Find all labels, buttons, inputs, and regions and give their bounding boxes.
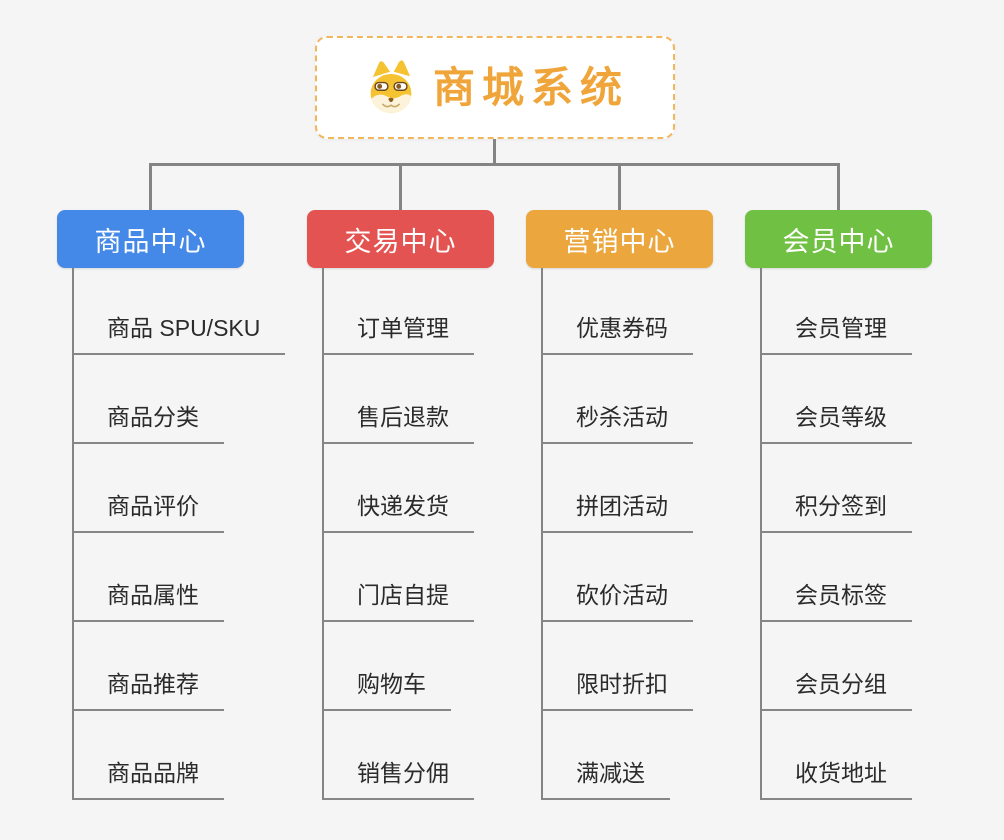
leaf-node[interactable]: 商品推荐: [72, 664, 224, 711]
connector-trunk: [541, 268, 543, 800]
leaf-node[interactable]: 商品 SPU/SKU: [72, 308, 286, 355]
connector-root-stub: [493, 139, 496, 164]
connector-drop-product: [149, 163, 152, 210]
root-node[interactable]: 商城系统: [315, 36, 675, 139]
connector-trunk: [760, 268, 762, 800]
leaf-node[interactable]: 快递发货: [322, 486, 474, 533]
connector-drop-member: [837, 163, 840, 210]
connector-trunk: [322, 268, 324, 800]
leaf-node[interactable]: 会员等级: [760, 397, 912, 444]
leaf-node[interactable]: 商品品牌: [72, 753, 224, 800]
leaf-node[interactable]: 销售分佣: [322, 753, 474, 800]
leaf-node[interactable]: 商品评价: [72, 486, 224, 533]
leaf-node[interactable]: 会员分组: [760, 664, 912, 711]
leaf-node[interactable]: 售后退款: [322, 397, 474, 444]
leaf-node[interactable]: 商品分类: [72, 397, 224, 444]
branch-node-product-center[interactable]: 商品中心: [57, 210, 244, 268]
leaf-node[interactable]: 会员标签: [760, 575, 912, 622]
branch-node-trade-center[interactable]: 交易中心: [307, 210, 494, 268]
leaf-node[interactable]: 优惠券码: [541, 308, 693, 355]
leaf-node[interactable]: 购物车: [322, 664, 451, 711]
leaf-node[interactable]: 订单管理: [322, 308, 474, 355]
subtree-member-center: 会员管理 会员等级 积分签到 会员标签 会员分组 收货地址: [760, 268, 1004, 800]
root-node-label: 商城系统: [432, 63, 629, 111]
branch-node-member-center[interactable]: 会员中心: [745, 210, 932, 268]
connector-trunk: [72, 268, 74, 800]
leaf-node[interactable]: 砍价活动: [541, 575, 693, 622]
connector-drop-marketing: [618, 163, 621, 210]
leaf-node[interactable]: 满减送: [541, 753, 670, 800]
leaf-node[interactable]: 会员管理: [760, 308, 912, 355]
doge-icon: [370, 59, 412, 113]
leaf-node[interactable]: 拼团活动: [541, 486, 693, 533]
subtree-marketing-center: 优惠券码 秒杀活动 拼团活动 砍价活动 限时折扣 满减送: [541, 268, 821, 800]
subtree-trade-center: 订单管理 售后退款 快递发货 门店自提 购物车 销售分佣: [322, 268, 602, 800]
branch-node-marketing-center[interactable]: 营销中心: [526, 210, 713, 268]
leaf-node[interactable]: 积分签到: [760, 486, 912, 533]
subtree-product-center: 商品 SPU/SKU 商品分类 商品评价 商品属性 商品推荐 商品品牌: [72, 268, 352, 800]
leaf-node[interactable]: 限时折扣: [541, 664, 693, 711]
connector-drop-trade: [399, 163, 402, 210]
leaf-node[interactable]: 门店自提: [322, 575, 474, 622]
leaf-node[interactable]: 秒杀活动: [541, 397, 693, 444]
leaf-node[interactable]: 商品属性: [72, 575, 224, 622]
leaf-node[interactable]: 收货地址: [760, 753, 912, 800]
connector-horizontal-bar: [149, 163, 840, 166]
